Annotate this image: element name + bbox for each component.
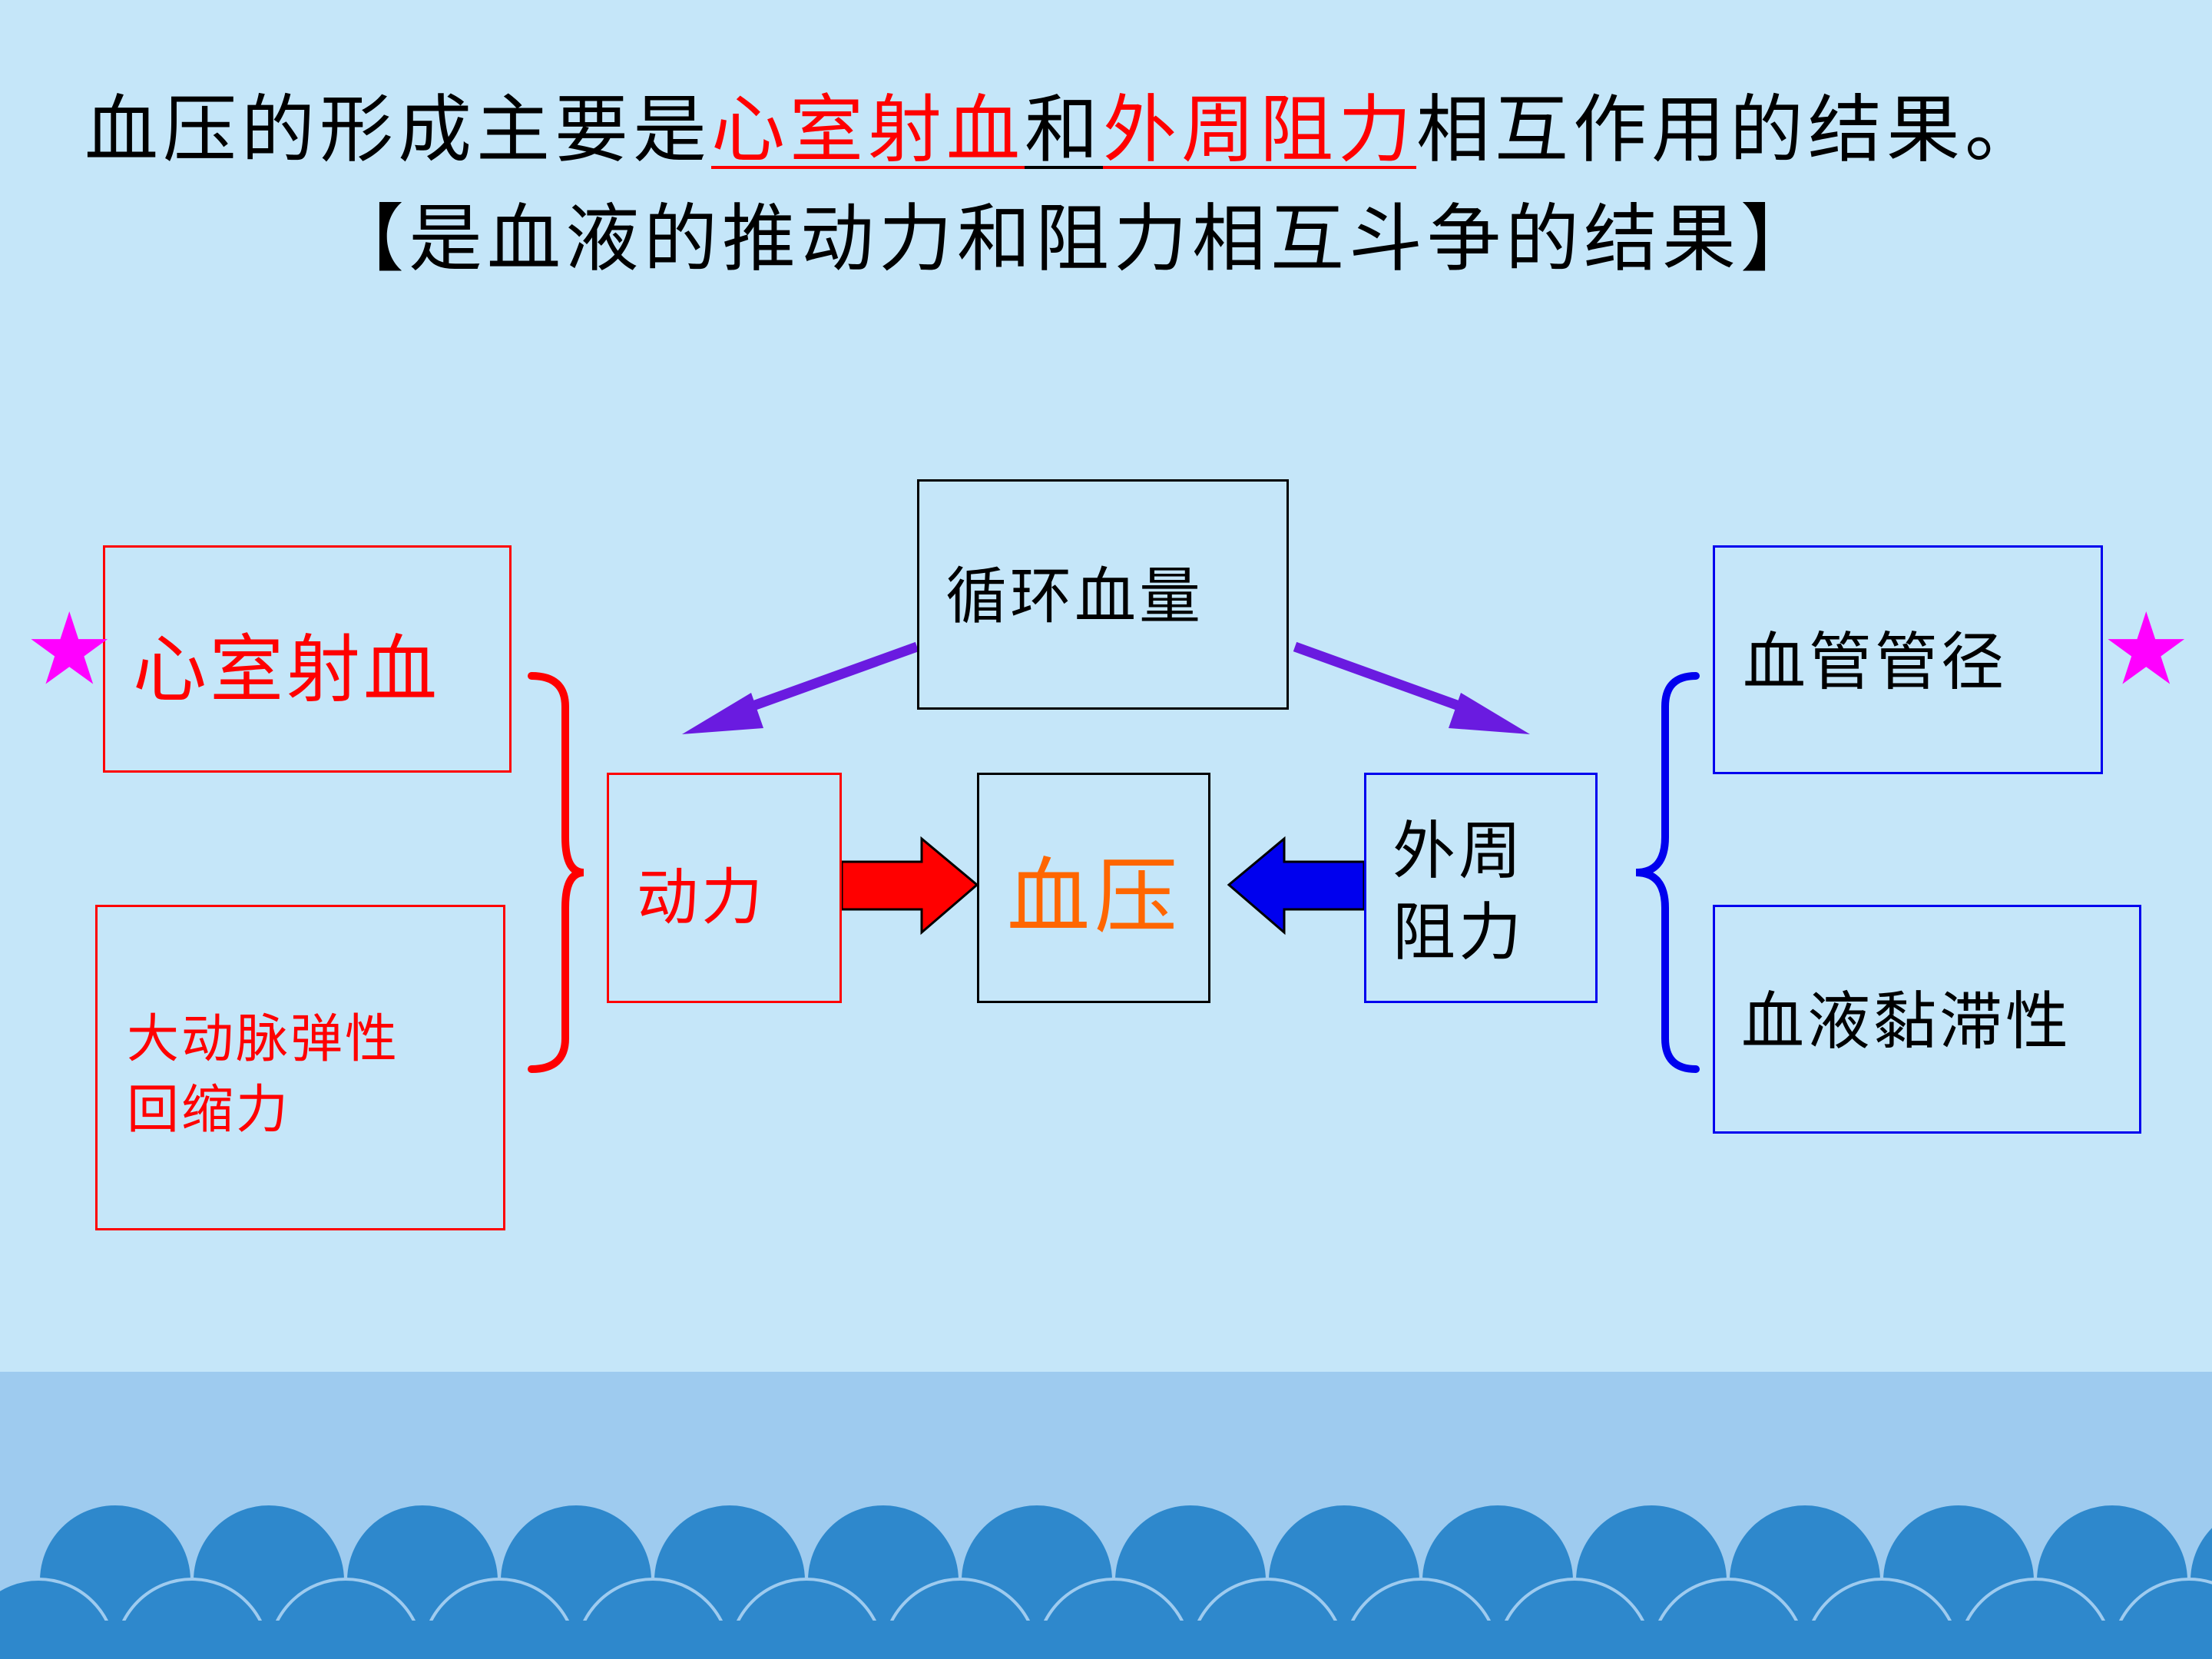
volume-to-driving-arrow [682,641,919,734]
box-ventricular-ejection: 心室射血 [103,545,512,773]
left-brace [528,672,584,1073]
box-blood-viscosity: 血液黏滞性 [1713,905,2141,1134]
label-aortic-elastic-line2: 回缩力 [127,1080,291,1141]
term-peripheral-resistance: 外周阻力 [1103,87,1416,173]
heading-prefix: 血压的形成主要是 [84,87,711,173]
heading-conjunction: 和 [1025,87,1103,173]
volume-to-resistance-arrow [1293,641,1530,734]
term-ventricular-ejection: 心室射血 [711,87,1025,173]
box-aortic-elastic-recoil: 大动脉弹性 回缩力 [95,905,505,1230]
label-ventricular-ejection: 心室射血 [133,627,440,713]
heading-line-2: 【是血液的推动力和阻力相互斗争的结果】 [330,196,1819,282]
wave-base [0,1621,2212,1659]
driving-arrow [840,836,979,935]
box-vessel-diameter: 血管管径 [1713,545,2103,774]
label-driving-force: 动力 [637,862,766,933]
star-icon-left: ★ [25,591,114,707]
label-blood-pressure: 血压 [1007,849,1183,945]
label-peripheral-line2: 阻力 [1392,896,1525,969]
star-icon-right: ★ [2101,591,2191,707]
box-peripheral-resistance: 外周 阻力 [1364,773,1598,1003]
label-vessel-diameter: 血管管径 [1743,626,2008,699]
resistance-arrow [1227,836,1366,935]
box-blood-pressure: 血压 [977,773,1210,1003]
right-brace [1635,672,1700,1073]
box-circulating-volume: 循环血量 [917,479,1289,710]
box-driving-force: 动力 [607,773,842,1003]
label-circulating-volume: 循环血量 [945,561,1204,632]
label-aortic-elastic-line1: 大动脉弹性 [127,1009,400,1070]
heading-suffix: 相互作用的结果。 [1416,87,2043,173]
label-peripheral-line1: 外周 [1392,815,1525,888]
label-blood-viscosity: 血液黏滞性 [1741,985,2072,1058]
heading-line-1: 血压的形成主要是心室射血和外周阻力相互作用的结果。 [84,80,2212,180]
